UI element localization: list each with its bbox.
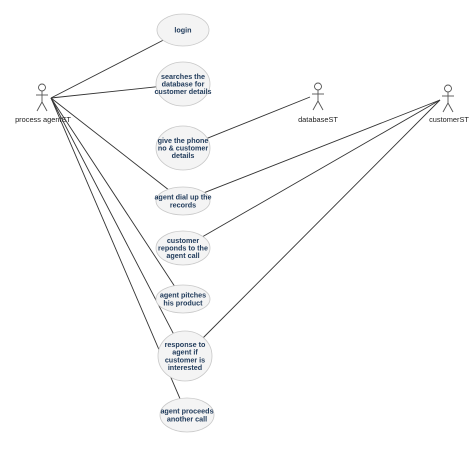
use-case-label: customer	[167, 236, 200, 245]
use-case-label: agent if	[172, 348, 198, 357]
use-case-ellipse	[155, 61, 211, 107]
association-line-customer-responds	[202, 99, 441, 237]
association-line-customer-dial	[204, 99, 441, 193]
actor-customer[interactable]: customerST	[429, 84, 469, 124]
use-case-label: searches the	[161, 72, 205, 81]
use-case-label: response to	[165, 340, 206, 349]
actor-label: customerST	[429, 115, 469, 124]
association-line-agent-pitches	[50, 97, 175, 286]
use-case-ellipse	[155, 186, 211, 216]
use-case-ellipse	[155, 125, 211, 171]
actors-layer: process agentST databaseST customerST	[15, 82, 469, 124]
use-case-label: give the phone	[158, 136, 209, 145]
use-case-ellipse	[156, 13, 210, 47]
use-case-ellipse	[155, 230, 211, 266]
use-case-label: his product	[163, 298, 203, 307]
use-case-label: no & customer	[158, 144, 209, 153]
use-case-label: customer is	[165, 355, 205, 364]
association-line-customer-response	[202, 99, 441, 338]
use-case-label: login	[174, 26, 191, 35]
use-case-ellipse	[155, 284, 211, 314]
actor-agent[interactable]: process agentST	[15, 83, 71, 124]
stick-figure-actor-icon	[36, 83, 48, 112]
use-case-label: another call	[167, 414, 207, 423]
association-line-agent-response	[50, 97, 174, 334]
use-case-label: agent dial up the	[154, 193, 211, 202]
use-case-label: agent pitches	[160, 291, 206, 300]
use-case-label: reponds to the	[158, 244, 208, 253]
actor-database[interactable]: databaseST	[298, 82, 338, 124]
actor-label: process agentST	[15, 115, 71, 124]
use-case-label: agent proceeds	[160, 407, 213, 416]
use-case-ellipse	[159, 397, 215, 433]
use-case-login[interactable]: login	[156, 13, 210, 47]
use-case-label: interested	[168, 363, 202, 372]
use-case-label: records	[170, 200, 196, 209]
association-line-agent-login	[50, 39, 164, 99]
association-line-agent-dial	[50, 97, 169, 190]
stick-figure-actor-icon	[442, 84, 454, 113]
actor-label: databaseST	[298, 115, 338, 124]
use-case-ellipse	[157, 330, 213, 382]
use-case-label: details	[172, 151, 195, 160]
association-line-agent-proceeds	[50, 97, 181, 399]
association-line-database-give	[207, 96, 311, 139]
use-case-label: agent call	[166, 251, 199, 260]
use-case-label: database for	[162, 80, 205, 89]
association-line-agent-search	[50, 86, 157, 99]
stick-figure-actor-icon	[312, 82, 324, 111]
associations-layer	[50, 39, 441, 399]
use-case-label: customer details	[154, 87, 211, 96]
